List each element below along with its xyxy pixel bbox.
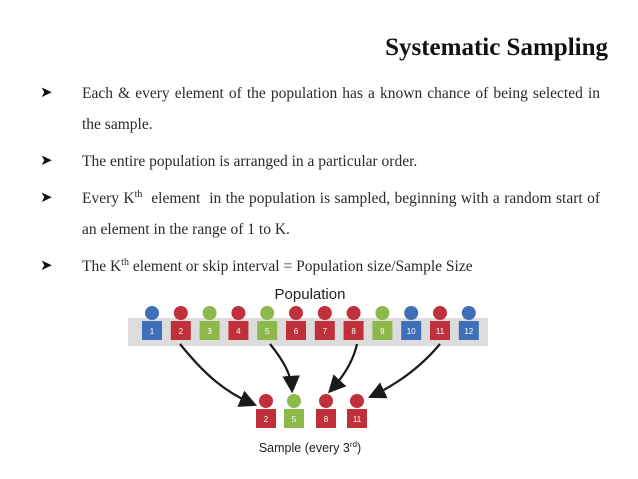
person-body — [458, 321, 479, 340]
person-body — [343, 321, 364, 340]
bullet-text: The entire population is arranged in a p… — [82, 153, 418, 170]
sample-person: 2 — [256, 394, 276, 428]
bullet-text-pre: Every K — [82, 190, 135, 207]
bullet-item: ➤ The Kth element or skip interval = Pop… — [40, 251, 600, 282]
population-person: 5 — [257, 306, 278, 340]
person-number: 3 — [207, 327, 212, 336]
person-number: 1 — [150, 327, 155, 336]
person-number: 10 — [407, 327, 416, 336]
bullet-superscript: th — [134, 188, 143, 200]
person-body — [199, 321, 220, 340]
bullet-item: ➤ Every Kth element in the population is… — [40, 183, 600, 245]
person-number: 2 — [264, 415, 269, 424]
population-person: 4 — [228, 306, 249, 340]
bullet-item: ➤ Each & every element of the population… — [40, 78, 600, 140]
arrow-bullet-icon: ➤ — [40, 258, 53, 274]
selection-arrow — [328, 343, 359, 394]
person-number: 12 — [464, 327, 473, 336]
bullet-item: ➤ The entire population is arranged in a… — [40, 146, 600, 177]
person-number: 11 — [436, 327, 445, 336]
person-body — [316, 409, 336, 428]
person-body — [170, 321, 191, 340]
population-person: 11 — [430, 306, 450, 340]
bullet-text-post: element or skip interval = Population si… — [128, 258, 473, 275]
person-head — [259, 394, 273, 408]
person-head — [461, 306, 476, 320]
sample-group: 2 5 8 11 — [256, 394, 367, 428]
population-label: Population — [275, 286, 346, 303]
selection-arrow — [368, 343, 441, 399]
population-person: 10 — [401, 306, 422, 340]
person-head — [289, 306, 303, 320]
person-body — [284, 409, 304, 428]
person-number: 8 — [324, 415, 329, 424]
population-person: 2 — [170, 306, 191, 340]
population-person: 12 — [458, 306, 479, 340]
person-head — [145, 306, 159, 320]
person-body — [257, 321, 278, 340]
person-number: 11 — [353, 415, 362, 424]
person-number: 5 — [292, 415, 297, 424]
person-body — [430, 321, 450, 340]
person-body — [314, 321, 335, 340]
bullet-superscript: th — [121, 256, 129, 268]
person-number: 4 — [236, 327, 241, 336]
person-head — [375, 306, 390, 320]
person-head — [202, 306, 217, 320]
slide-title: Systematic Sampling — [385, 34, 608, 61]
person-body — [401, 321, 422, 340]
population-person: 7 — [314, 306, 335, 340]
sample-person: 5 — [284, 394, 304, 428]
person-number: 8 — [351, 327, 356, 336]
person-body — [142, 321, 162, 340]
person-head — [317, 306, 332, 320]
person-head — [350, 394, 364, 408]
population-person: 3 — [199, 306, 220, 340]
person-number: 5 — [265, 327, 270, 336]
population-person: 9 — [372, 306, 393, 340]
selection-arrow — [179, 343, 258, 407]
person-body — [347, 409, 367, 428]
sample-person: 8 — [316, 394, 336, 428]
arrow-bullet-icon: ➤ — [40, 85, 53, 101]
sample-label: Sample (every 3rd) — [259, 440, 361, 455]
population-person: 1 — [142, 306, 162, 340]
bullet-text-pre: The K — [82, 258, 122, 275]
person-head — [287, 394, 301, 408]
person-head — [404, 306, 419, 320]
person-head — [231, 306, 246, 320]
bullet-text: Each & every element of the population h… — [82, 85, 600, 133]
arrow-bullet-icon: ➤ — [40, 153, 53, 169]
person-body — [372, 321, 393, 340]
person-head — [173, 306, 188, 320]
bullet-list: ➤ Each & every element of the population… — [40, 78, 600, 282]
arrow-bullet-icon: ➤ — [40, 190, 53, 206]
selection-arrow — [269, 343, 300, 394]
person-body — [228, 321, 249, 340]
population-person: 8 — [343, 306, 364, 340]
person-number: 6 — [294, 327, 299, 336]
sample-person: 11 — [347, 394, 367, 428]
population-person: 6 — [286, 306, 306, 340]
bullet-text-post: element in the population is sampled, be… — [82, 190, 604, 238]
person-number: 7 — [323, 327, 328, 336]
person-head — [319, 394, 333, 408]
person-body — [286, 321, 306, 340]
person-head — [346, 306, 361, 320]
person-number: 9 — [380, 327, 385, 336]
person-head — [260, 306, 275, 320]
person-number: 2 — [179, 327, 184, 336]
person-head — [433, 306, 447, 320]
person-body — [256, 409, 276, 428]
